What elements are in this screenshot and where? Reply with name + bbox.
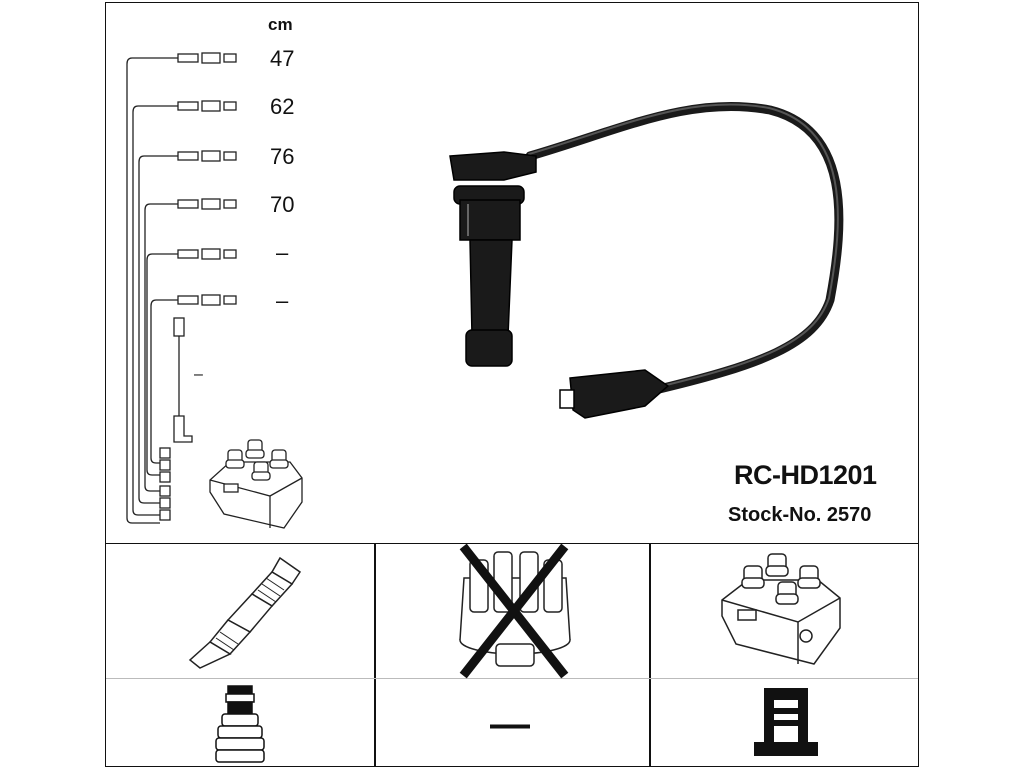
length-value-4: 70	[270, 192, 295, 217]
ignition-coil-icon	[721, 553, 841, 665]
distributor-cap-crossed-icon	[459, 543, 571, 679]
terminal-end-main	[559, 369, 670, 419]
length-value-5: –	[276, 240, 289, 265]
product-code: RC-HD1201	[734, 460, 877, 490]
divider-horizontal	[106, 678, 918, 679]
coil-miniature	[209, 439, 303, 529]
length-unit: cm	[268, 15, 293, 34]
ignition-cable-illustration	[449, 101, 844, 419]
wire-set-schematic	[126, 52, 303, 529]
stock-number: Stock-No. 2570	[728, 504, 872, 526]
length-value-3: 76	[270, 144, 295, 169]
coil-terminal-icon	[754, 688, 818, 756]
distributor-end-none: —	[490, 702, 530, 746]
plug-boot-main	[449, 151, 537, 367]
length-value-2: 62	[270, 94, 295, 119]
plug-boot-icon	[215, 685, 265, 763]
spark-plug-icon	[188, 556, 302, 669]
length-value-extra: –	[194, 366, 203, 383]
divider-vertical-1	[374, 543, 376, 767]
length-value-1: 47	[270, 46, 295, 71]
divider-vertical-2	[649, 543, 651, 767]
length-value-6: –	[276, 288, 289, 313]
bottom-panel	[105, 543, 919, 767]
